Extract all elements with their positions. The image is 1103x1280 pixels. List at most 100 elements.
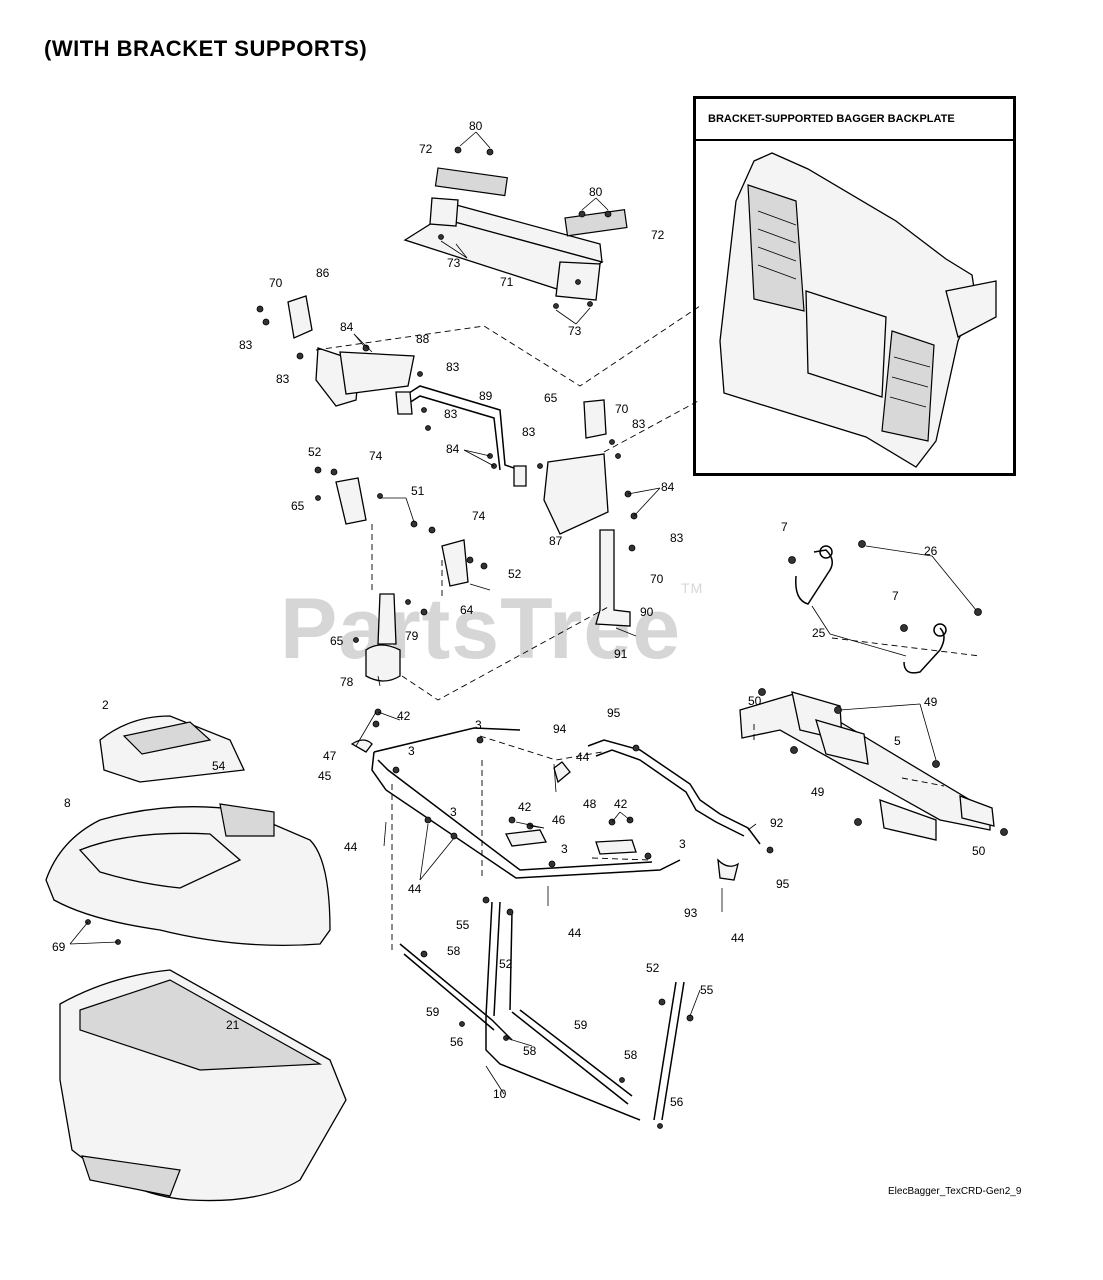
callout-56-a: 56 (450, 1035, 464, 1049)
callout-88: 88 (416, 332, 430, 346)
mount-bracket-5 (739, 688, 1008, 841)
callout-48: 48 (583, 797, 597, 811)
bagger-lid (45, 715, 331, 947)
callout-44-e: 44 (731, 931, 745, 945)
callout-3-e: 3 (679, 837, 686, 851)
callout-54: 54 (212, 759, 226, 773)
callout-70-a: 70 (269, 276, 283, 290)
callout-42-b: 42 (518, 800, 532, 814)
callout-87: 87 (549, 534, 563, 548)
callout-84-c: 84 (661, 480, 675, 494)
callout-73-a: 73 (447, 256, 461, 270)
bracket-90 (595, 529, 637, 637)
callout-83-c: 83 (446, 360, 460, 374)
callout-45: 45 (318, 769, 332, 783)
callout-52-b: 52 (508, 567, 522, 581)
callout-7-b: 7 (892, 589, 899, 603)
callout-10: 10 (493, 1087, 507, 1101)
callout-95-b: 95 (776, 877, 790, 891)
callout-58-a: 58 (447, 944, 461, 958)
bagger-frame (350, 708, 774, 912)
bracket-bar-71 (403, 146, 628, 309)
callout-47: 47 (323, 749, 337, 763)
callout-42-a: 42 (397, 709, 411, 723)
callout-26: 26 (924, 544, 938, 558)
callout-95-a: 95 (607, 706, 621, 720)
callout-50-b: 50 (972, 844, 986, 858)
callout-52-a: 52 (308, 445, 322, 459)
callout-80-a: 80 (469, 119, 483, 133)
callout-74-b: 74 (472, 509, 486, 523)
callout-70-b: 70 (615, 402, 629, 416)
callout-69: 69 (52, 940, 66, 954)
callout-70-c: 70 (650, 572, 664, 586)
callout-83-a: 83 (239, 338, 253, 352)
callout-49-a: 49 (924, 695, 938, 709)
callout-44-a: 44 (576, 750, 590, 764)
support-rods (399, 896, 694, 1129)
callout-3-d: 3 (561, 842, 568, 856)
callout-7-a: 7 (781, 520, 788, 534)
diagram-title: (WITH BRACKET SUPPORTS) (44, 36, 368, 61)
callout-50-a: 50 (748, 694, 762, 708)
hinge-brackets (314, 466, 491, 682)
callout-25: 25 (812, 626, 826, 640)
callout-74-a: 74 (369, 449, 383, 463)
callout-65-c: 65 (330, 634, 344, 648)
inset-title: BRACKET-SUPPORTED BAGGER BACKPLATE (708, 113, 955, 125)
callout-80-b: 80 (589, 185, 603, 199)
callout-51: 51 (411, 484, 425, 498)
callout-65-a: 65 (544, 391, 558, 405)
callout-59-b: 59 (574, 1018, 588, 1032)
callout-83-g: 83 (670, 531, 684, 545)
callout-5: 5 (894, 734, 901, 748)
callout-44-b: 44 (344, 840, 358, 854)
callout-72-b: 72 (651, 228, 665, 242)
callout-55-b: 55 (700, 983, 714, 997)
backplate-illustration (719, 152, 997, 468)
grass-bag (59, 969, 347, 1202)
side-brackets (256, 295, 638, 552)
callout-59-a: 59 (426, 1005, 440, 1019)
callout-73-b: 73 (568, 324, 582, 338)
callout-56-b: 56 (670, 1095, 684, 1109)
callout-91: 91 (614, 647, 628, 661)
inset-divider (696, 139, 1013, 141)
inset-panel: BRACKET-SUPPORTED BAGGER BACKPLATE (693, 96, 1016, 476)
callout-83-b: 83 (276, 372, 290, 386)
callout-58-b: 58 (523, 1044, 537, 1058)
callout-72-a: 72 (419, 142, 433, 156)
assembly-lines (315, 305, 981, 950)
callout-21: 21 (226, 1018, 240, 1032)
callout-89: 89 (479, 389, 493, 403)
callout-46: 46 (552, 813, 566, 827)
callout-8: 8 (64, 796, 71, 810)
callout-83-e: 83 (632, 417, 646, 431)
callout-65-b: 65 (291, 499, 305, 513)
callout-94: 94 (553, 722, 567, 736)
callout-78: 78 (340, 675, 354, 689)
callout-42-c: 42 (614, 797, 628, 811)
watermark-trademark: TM (681, 580, 704, 596)
callout-2: 2 (102, 698, 109, 712)
callout-49-b: 49 (811, 785, 825, 799)
drawing-code: ElecBagger_TexCRD-Gen2_9 (888, 1186, 1022, 1197)
leader-lines (69, 131, 977, 1095)
callout-52-d: 52 (646, 961, 660, 975)
callout-83-d: 83 (444, 407, 458, 421)
callout-71: 71 (500, 275, 514, 289)
callout-44-c: 44 (408, 882, 422, 896)
callout-84-a: 84 (340, 320, 354, 334)
callout-86: 86 (316, 266, 330, 280)
callout-3-b: 3 (408, 744, 415, 758)
callout-58-c: 58 (624, 1048, 638, 1062)
springs (788, 540, 982, 674)
callout-3-c: 3 (450, 805, 457, 819)
callout-90: 90 (640, 605, 654, 619)
callout-3-a: 3 (475, 718, 482, 732)
callout-79: 79 (405, 629, 419, 643)
callout-55-a: 55 (456, 918, 470, 932)
callout-92: 92 (770, 816, 784, 830)
